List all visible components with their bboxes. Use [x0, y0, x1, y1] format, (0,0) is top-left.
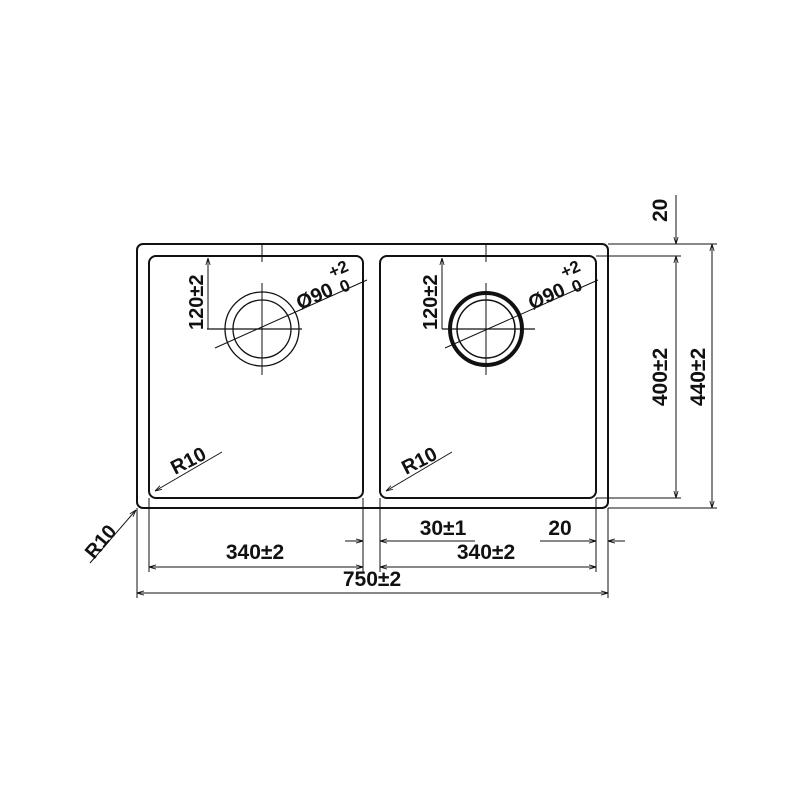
- sink-outline: [136, 243, 609, 509]
- right-drain-depth-label: 120±2: [420, 275, 442, 330]
- top-rim-label: 20: [649, 199, 672, 222]
- left-drain-depth-label: 120±2: [186, 275, 208, 330]
- right-bowl: [379, 255, 597, 499]
- vertical-extension-lines: [596, 243, 717, 509]
- divider-width-label: 30±1: [420, 517, 467, 540]
- left-bowl-radius-label: R10: [167, 443, 210, 479]
- extension-lines: [136, 498, 609, 598]
- left-bowl-width-label: 340±2: [226, 541, 284, 564]
- overall-width-label: 750±2: [343, 568, 401, 591]
- left-drain-diameter-label: Ø90: [293, 279, 336, 314]
- right-drain-diameter-label: Ø90: [525, 279, 568, 314]
- right-bowl-radius-label: R10: [398, 443, 441, 479]
- left-drain: [207, 244, 368, 375]
- bowl-depth-label: 400±2: [649, 348, 672, 406]
- right-tol-lower: 0: [569, 276, 585, 297]
- overall-depth-label: 440±2: [687, 348, 710, 406]
- left-tol-lower: 0: [337, 276, 353, 297]
- rim-width-label: 20: [548, 517, 571, 540]
- right-drain: [442, 244, 599, 375]
- left-bowl: [148, 255, 364, 499]
- outer-radius-label: R10: [81, 521, 121, 563]
- right-bowl-width-label: 340±2: [457, 541, 515, 564]
